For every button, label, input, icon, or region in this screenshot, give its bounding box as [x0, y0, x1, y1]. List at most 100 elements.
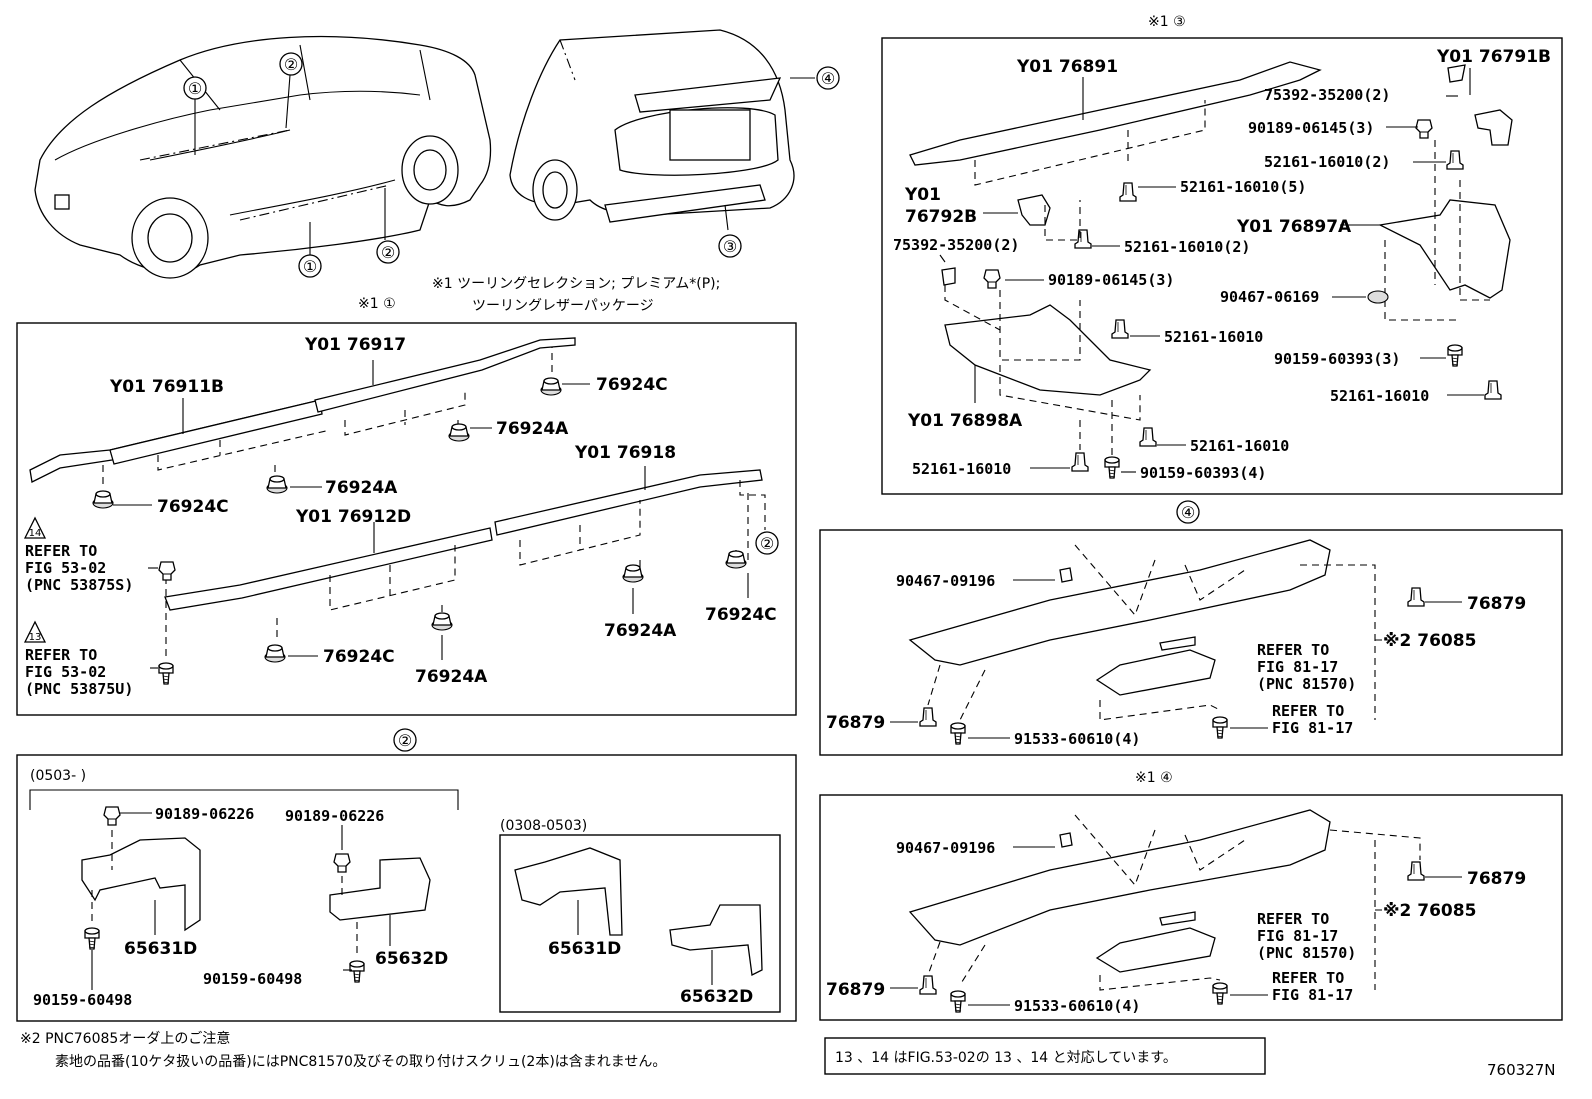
label-65631d-a: 65631D [124, 939, 197, 959]
section-4a-frame [819, 529, 1563, 756]
section-2-parts [81, 806, 763, 983]
label-76879-c: 76879 [1467, 869, 1526, 889]
label-y01-76918: Y01 76918 [574, 443, 676, 463]
refer-81-17-b-line2: FIG 81-17 [1272, 986, 1353, 1004]
section-2-heading: ② [398, 731, 412, 750]
section-4b-leaders [890, 846, 1462, 1006]
note-3: 13 、14 はFIG.53-02の 13 、14 と対応しています。 [835, 1050, 1177, 1066]
label-90189-06226-b: 90189-06226 [285, 807, 384, 825]
label-52161-16010-d: 52161-16010 [912, 460, 1011, 478]
section-3-frame [881, 37, 1563, 495]
note-1: ※1 ツーリングセレクション; プレミアム*(P); ツーリングレザーパッケージ [432, 276, 720, 314]
section-3-leaders [939, 68, 1484, 473]
label-76879-b: 76879 [826, 713, 885, 733]
label-76924a-2: 76924A [325, 478, 398, 498]
section-1-labels: Y01 76917 Y01 76911B 76924C 76924A 76924… [109, 335, 779, 687]
label-52161-16010-5: 52161-16010(5) [1180, 178, 1306, 196]
label-76924a-4: 76924A [604, 621, 677, 641]
label-y01-76898a: Y01 76898A [907, 411, 1023, 431]
refer-81570-a-line2: FIG 81-17 [1257, 658, 1338, 676]
figure-id: 760327N [1487, 1061, 1555, 1079]
refer-81-17-a-line1: REFER TO [1272, 702, 1344, 720]
callout-1b: ① [303, 257, 317, 276]
label-76792b: 76792B [905, 207, 977, 227]
label-65632d-a: 65632D [375, 949, 448, 969]
section-4a-heading: ④ [1181, 503, 1195, 522]
section-3-heading: ※1 ③ [1148, 14, 1186, 30]
label-76924c-2: 76924C [157, 497, 229, 517]
label-90159-60393-4: 90159-60393(4) [1140, 464, 1266, 482]
note-1-line2: ツーリングレザーパッケージ [472, 298, 654, 314]
section-3-labels: Y01 76891 Y01 76791B 75392-35200(2) 9018… [893, 47, 1551, 482]
label-y01-76911b: Y01 76911B [109, 377, 224, 397]
label-90467-09196-a: 90467-09196 [896, 572, 995, 590]
label-76924c-4: 76924C [705, 605, 777, 625]
callout-1a: ① [188, 79, 202, 98]
label-y01-76917: Y01 76917 [304, 335, 406, 355]
range-b: (0308-0503) [500, 818, 587, 834]
section-1-frame [16, 322, 797, 716]
label-90467-09196-b: 90467-09196 [896, 839, 995, 857]
badge-14: 14 [29, 528, 42, 539]
car-front-illustration [34, 35, 492, 279]
label-91533-60610-a: 91533-60610(4) [1014, 730, 1140, 748]
label-75392-35200-b: 75392-35200(2) [893, 236, 1019, 254]
refer-81570-a-line3: (PNC 81570) [1257, 675, 1356, 693]
label-91533-60610-b: 91533-60610(4) [1014, 997, 1140, 1015]
section-2-frame [16, 754, 797, 1022]
section-4b-frame [819, 794, 1563, 1021]
section-4b-heading: ※1 ④ [1135, 770, 1173, 786]
label-y01-a: Y01 [904, 185, 941, 205]
label-90159-60498-a: 90159-60498 [203, 970, 302, 988]
car-callouts: ① ② ① ② ④ ③ [183, 52, 840, 278]
label-76879-d: 76879 [826, 980, 885, 1000]
range-b-frame [499, 834, 781, 1013]
label-52161-16010-2a: 52161-16010(2) [1264, 153, 1390, 171]
section-1-heading: ※1 ① [358, 296, 396, 312]
refer-81570-b-line1: REFER TO [1257, 910, 1329, 928]
label-y01-76897a: Y01 76897A [1236, 217, 1352, 237]
refer-81570-a-line1: REFER TO [1257, 641, 1329, 659]
callout-2b: ② [381, 243, 395, 262]
label-52161-16010-a: 52161-16010 [1164, 328, 1263, 346]
label-52161-16010-2b: 52161-16010(2) [1124, 238, 1250, 256]
section-4a-leaders [890, 579, 1462, 739]
label-75392-35200-a: 75392-35200(2) [1264, 86, 1390, 104]
label-76924c-3: 76924C [323, 647, 395, 667]
section-4a-labels: 90467-09196 76879 ※2 76085 76879 91533-6… [826, 572, 1526, 748]
refer-13-line1: REFER TO [25, 646, 97, 664]
label-90467-06169: 90467-06169 [1220, 288, 1319, 306]
section-3-parts [909, 61, 1513, 479]
callout-2c: ② [760, 534, 774, 553]
section-1-parts [29, 337, 766, 685]
refer-14: 14 REFER TO FIG 53-02 (PNC 53875S) [23, 516, 133, 594]
callout-2a: ② [284, 55, 298, 74]
label-90189-06145-a: 90189-06145(3) [1248, 119, 1374, 137]
range-a: (0503- ) [30, 768, 86, 784]
label-90189-06226-a: 90189-06226 [155, 805, 254, 823]
label-52161-16010-b: 52161-16010 [1330, 387, 1429, 405]
section-1-leaders [113, 360, 749, 669]
refer-14-line3: (PNC 53875S) [25, 576, 133, 594]
callout-4a: ④ [821, 69, 835, 88]
section-2-labels: 90189-06226 90189-06226 65631D 65632D 90… [33, 805, 753, 1009]
refer-14-line2: FIG 53-02 [25, 559, 106, 577]
section-2-leaders [91, 812, 713, 990]
note-2-line1: ※2 PNC76085オーダ上のご注意 [20, 1030, 230, 1047]
label-76879-a: 76879 [1467, 594, 1526, 614]
refer-81570-b-line2: FIG 81-17 [1257, 927, 1338, 945]
refer-13-line2: FIG 53-02 [25, 663, 106, 681]
section-4a-parts [908, 539, 1425, 745]
label-76924a-3: 76924A [415, 667, 488, 687]
note-1-line1: ※1 ツーリングセレクション; プレミアム*(P); [432, 276, 720, 292]
badge-13: 13 [29, 632, 42, 643]
section-4b-labels: 90467-09196 76879 ※2 76085 76879 91533-6… [826, 839, 1526, 1015]
label-76924a-1: 76924A [496, 419, 569, 439]
label-90189-06145-b: 90189-06145(3) [1048, 271, 1174, 289]
label-y01-76912d: Y01 76912D [295, 507, 411, 527]
section-4b-parts [908, 809, 1425, 1013]
label-90159-60393-3: 90159-60393(3) [1274, 350, 1400, 368]
label-65631d-b: 65631D [548, 939, 621, 959]
note-2-line2: 素地の品番(10ケタ扱いの品番)にはPNC81570及びその取り付けスクリュ(2… [55, 1054, 666, 1070]
